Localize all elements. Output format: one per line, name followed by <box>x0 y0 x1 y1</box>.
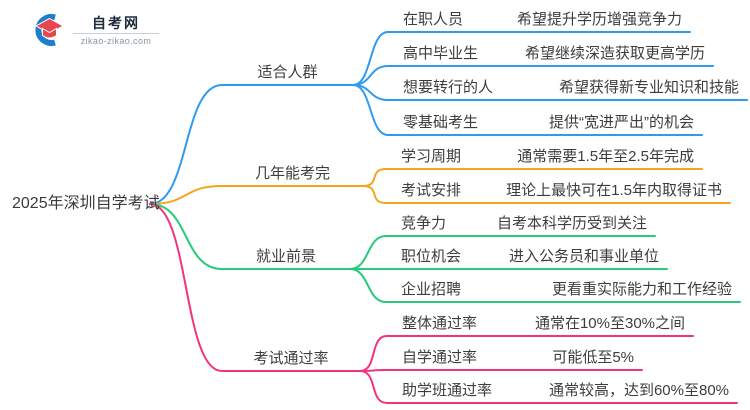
leaf-row: 自学通过率 可能低至5% <box>387 347 642 370</box>
leaf-label: 职位机会 <box>401 248 462 265</box>
leaf-label: 竞争力 <box>401 215 447 232</box>
leaf-label: 自学通过率 <box>402 349 478 366</box>
leaf-row: 竞争力 自考本科学历受到关注 <box>386 213 655 236</box>
logo-title: 自考网 <box>92 14 140 31</box>
leaf-value: 理论上最快可在1.5年内取得证书 <box>506 182 722 199</box>
logo-domain: zikao-zikao.com <box>80 35 152 46</box>
leaf-value: 通常在10%至30%之间 <box>534 315 685 332</box>
leaf-label: 助学班通过率 <box>402 382 493 399</box>
branch-line-years-to-finish <box>149 185 364 205</box>
leaf-value: 希望获得新专业知识和技能 <box>558 79 739 96</box>
leaf-row: 学习周期 通常需要1.5年至2.5年完成 <box>386 146 702 169</box>
leaf-label: 想要转行的人 <box>403 79 494 96</box>
leaf-row: 助学班通过率 通常较高，达到60%至80% <box>387 380 737 403</box>
leaf-value: 更看重实际能力和工作经验 <box>551 281 732 298</box>
logo-divider <box>73 32 159 34</box>
leaf-value: 可能低至5% <box>552 349 634 366</box>
leaf-value: 通常需要1.5年至2.5年完成 <box>517 148 694 165</box>
leaf-label: 零基础考生 <box>403 114 479 131</box>
root-node: 2025年深圳自学考试 <box>12 195 160 212</box>
graduation-cap-icon <box>34 14 65 46</box>
leaf-label: 在职人员 <box>403 11 464 28</box>
leaf-value: 自考本科学历受到关注 <box>496 215 647 232</box>
leaf-label: 高中毕业生 <box>403 45 479 62</box>
leaf-label: 学习周期 <box>401 148 462 165</box>
leaf-row: 想要转行的人 希望获得新专业知识和技能 <box>388 77 747 100</box>
leaf-row: 在职人员 希望提升学历增强竞争力 <box>388 9 690 32</box>
branch-line-pass-rate <box>149 203 361 372</box>
branch-label-suitable-people: 适合人群 <box>257 64 318 81</box>
leaf-label: 考试安排 <box>401 182 462 199</box>
leaf-value: 通常较高，达到60%至80% <box>548 382 729 399</box>
leaf-value: 进入公务员和事业单位 <box>508 248 659 265</box>
branch-label-pass-rate: 考试通过率 <box>253 350 329 367</box>
leaf-row: 整体通过率 通常在10%至30%之间 <box>387 313 693 336</box>
leaf-value: 希望继续深造获取更高学历 <box>524 45 705 62</box>
leaf-value: 希望提升学历增强竞争力 <box>516 11 682 28</box>
logo[interactable]: 自考网 zikao-zikao.com <box>28 12 159 48</box>
leaf-row: 考试安排 理论上最快可在1.5年内取得证书 <box>386 180 730 203</box>
leaf-row: 职位机会 进入公务员和事业单位 <box>386 246 667 269</box>
leaf-value: 提供“宽进严出”的机会 <box>549 114 694 131</box>
leaf-row: 零基础考生 提供“宽进严出”的机会 <box>388 112 702 135</box>
leaf-row: 高中毕业生 希望继续深造获取更高学历 <box>388 43 713 66</box>
branch-label-career-prospects: 就业前景 <box>255 248 316 265</box>
leaf-label: 企业招聘 <box>401 281 462 298</box>
leaf-label: 整体通过率 <box>402 315 478 332</box>
branch-line-suitable-people <box>149 84 354 205</box>
branch-label-years-to-finish: 几年能考完 <box>254 165 330 182</box>
logo-text: 自考网 zikao-zikao.com <box>73 15 159 46</box>
leaf-row: 企业招聘 更看重实际能力和工作经验 <box>386 279 740 302</box>
leaf-line-pass-rate-1 <box>359 369 643 372</box>
